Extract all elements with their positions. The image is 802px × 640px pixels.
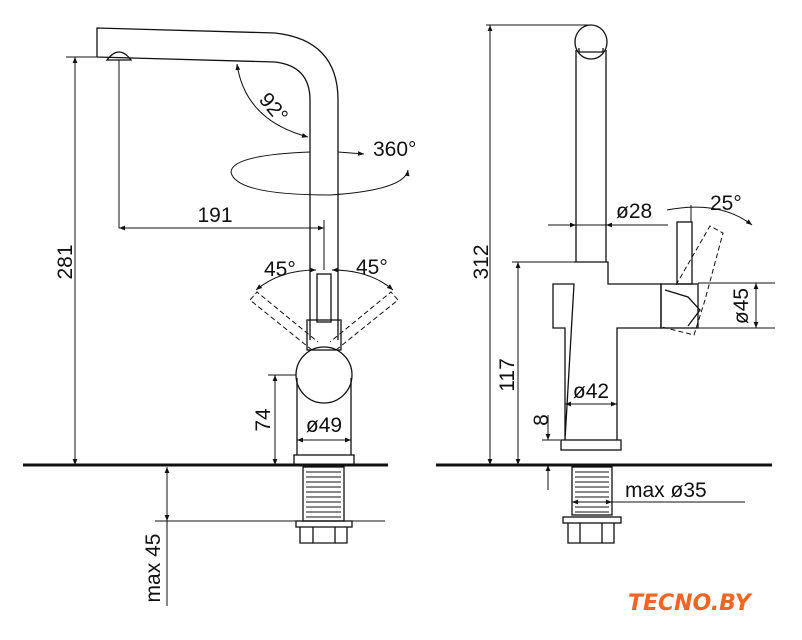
hex-nut [567, 523, 615, 544]
angle-45-right-arc [331, 267, 394, 291]
dim-42-label: ø42 [573, 380, 609, 403]
aerator-icon [105, 51, 133, 61]
angle-25-label: 25° [710, 192, 742, 215]
dim-28-label: ø28 [616, 200, 652, 223]
front-view: 312 25° ø28 117 ø42 8 ø45 [436, 24, 775, 544]
dim-35-label: max ø35 [625, 479, 707, 502]
dim-312-label: 312 [470, 244, 493, 279]
nut-flange [562, 516, 622, 524]
nut-flange [295, 520, 353, 528]
dim-8-label: 8 [530, 414, 553, 426]
angle-92-label: 92° [254, 88, 292, 127]
spout-tube [575, 50, 607, 262]
hex-nut [299, 527, 348, 544]
dim-191-label: 191 [197, 204, 232, 227]
base-plate [560, 439, 622, 451]
spout-head [574, 24, 608, 60]
lever-handle [316, 273, 332, 323]
lever-tilt-dashed [249, 291, 399, 351]
thread-lines [306, 471, 341, 518]
logo: TECNO.BY [628, 591, 753, 616]
rotation-arrow-head [337, 151, 365, 156]
lever-tilt-dashed [661, 225, 724, 336]
angle-45-left-label: 45° [264, 258, 296, 281]
dim-74-label: 74 [252, 408, 275, 432]
spout-outline [96, 27, 339, 340]
threaded-shank [302, 466, 345, 522]
angle-45-left-arc [255, 267, 317, 291]
threaded-shank [571, 466, 613, 516]
aerator-icon [578, 48, 604, 53]
dim-281-label: 281 [54, 244, 77, 279]
dim-49-label: ø49 [306, 414, 342, 437]
mixer-ball [295, 346, 353, 404]
body-outline [552, 261, 662, 441]
dim-117-label: 117 [496, 358, 519, 391]
lever-base [306, 319, 342, 351]
dim-max45-label: max 45 [142, 534, 165, 603]
dim-45-label: ø45 [730, 288, 753, 324]
angle-25-arc [666, 206, 753, 226]
angle-92-arc [235, 63, 309, 138]
angle-45-right-label: 45° [356, 256, 388, 279]
handle-detail [664, 289, 701, 327]
rotation-label: 360° [373, 138, 416, 161]
thread-lines [575, 471, 609, 513]
lever-handle [676, 221, 693, 285]
side-view: 281 191 92° 360° 45° 45° 74 ø49 [23, 27, 416, 606]
rotation-arrow [230, 151, 410, 196]
